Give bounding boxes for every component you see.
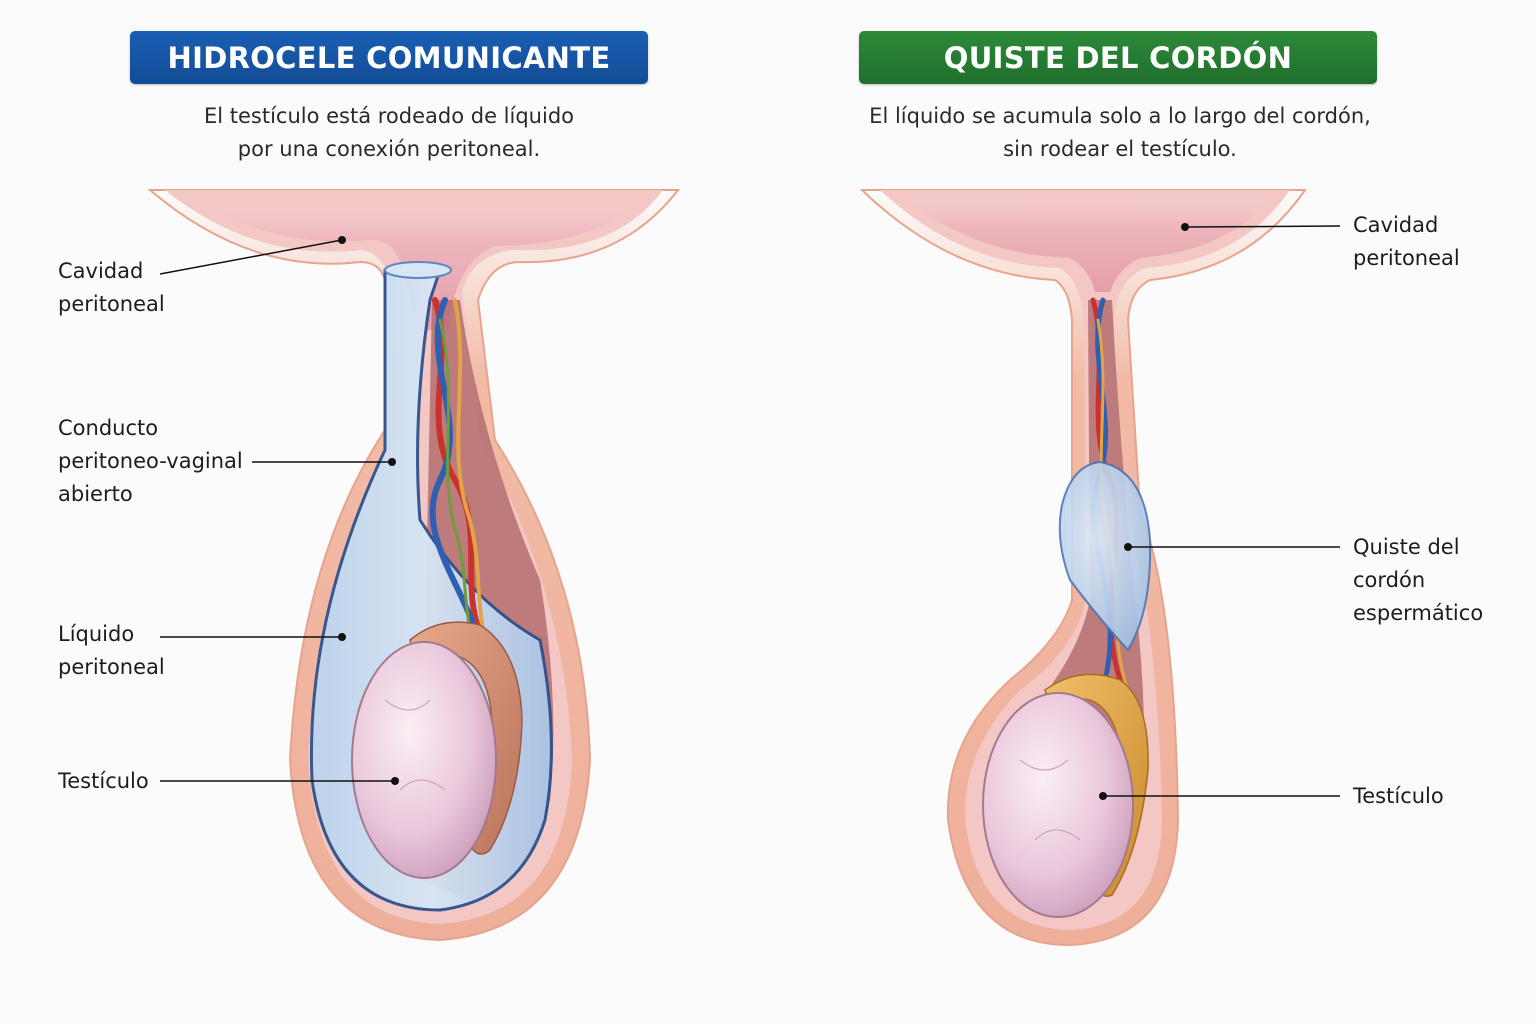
left-anatomy — [147, 189, 681, 942]
right-peritoneal-cavity — [895, 190, 1275, 292]
left-label-fluid: Líquido peritoneal — [58, 618, 165, 684]
left-label-duct: Conducto peritoneo-vaginal abierto — [58, 412, 243, 511]
right-label-cavity-line-1: Cavidad — [1353, 213, 1439, 237]
right-label-cyst-line-2: cordón — [1353, 568, 1426, 592]
right-label-testicle: Testículo — [1353, 780, 1444, 813]
left-label-duct-line-2: peritoneo-vaginal — [58, 449, 243, 473]
right-label-cavity: Cavidad peritoneal — [1353, 209, 1460, 275]
right-leader-dots — [1099, 223, 1189, 800]
left-leader-dots — [338, 236, 399, 785]
right-leaders — [1103, 225, 1341, 797]
left-panel-subtitle: El testículo está rodeado de líquido por… — [109, 100, 669, 166]
right-panel-title: QUISTE DEL CORDÓN — [859, 31, 1377, 84]
left-label-fluid-line-1: Líquido — [58, 622, 135, 646]
left-leaders — [159, 239, 395, 782]
right-testicle — [982, 692, 1134, 918]
left-peritoneal-cavity — [180, 190, 648, 330]
right-subtitle-line-2: sin rodear el testículo. — [1003, 137, 1237, 161]
right-inner-sac — [880, 190, 1290, 930]
left-label-duct-line-1: Conducto — [58, 416, 159, 440]
left-label-fluid-line-2: peritoneal — [58, 655, 165, 679]
right-cord-cyst — [1058, 460, 1152, 652]
left-label-duct-line-3: abierto — [58, 482, 133, 506]
right-label-cyst-line-1: Quiste del — [1353, 535, 1460, 559]
right-label-cyst: Quiste del cordón espermático — [1353, 531, 1483, 630]
left-subtitle-line-1: El testículo está rodeado de líquido — [203, 104, 575, 128]
left-duct-opening — [384, 261, 452, 279]
left-subtitle-line-2: por una conexión peritoneal. — [237, 137, 541, 161]
right-label-testicle-line-1: Testículo — [1353, 784, 1444, 808]
left-epididymis — [409, 621, 523, 855]
left-label-testicle-line-1: Testículo — [58, 769, 149, 793]
right-subtitle-line-1: El líquido se acumula solo a lo largo de… — [869, 104, 1371, 128]
left-label-cavity: Cavidad peritoneal — [58, 255, 165, 321]
left-label-cavity-line-2: peritoneal — [58, 292, 165, 316]
right-panel-subtitle: El líquido se acumula solo a lo largo de… — [840, 100, 1400, 166]
left-label-testicle: Testículo — [58, 765, 149, 798]
left-testicle — [351, 641, 497, 879]
right-anatomy — [859, 189, 1307, 947]
right-label-cavity-line-2: peritoneal — [1353, 246, 1460, 270]
left-panel-title: HIDROCELE COMUNICANTE — [130, 31, 648, 84]
left-label-cavity-line-1: Cavidad — [58, 259, 144, 283]
right-label-cyst-line-3: espermático — [1353, 601, 1484, 625]
